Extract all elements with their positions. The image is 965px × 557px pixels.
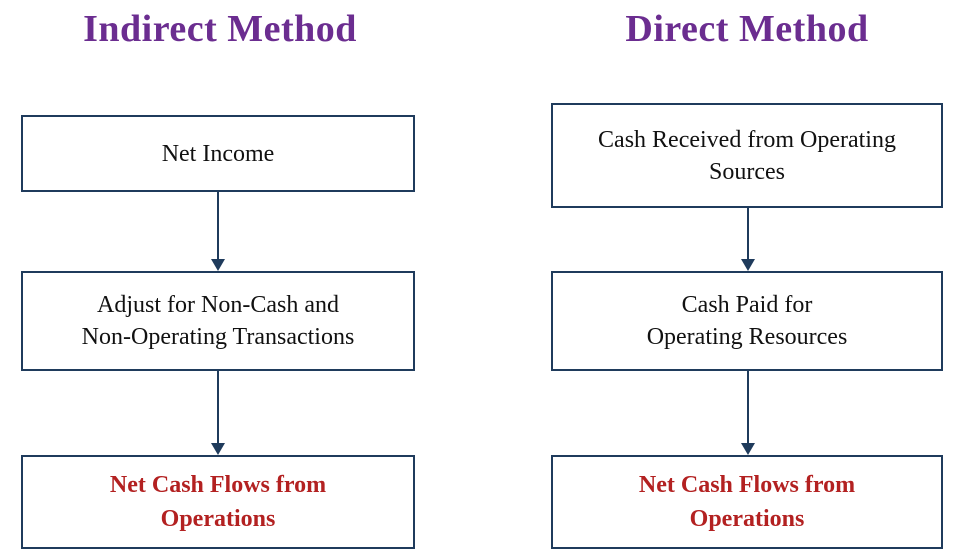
arrow-shaft — [217, 371, 219, 444]
indirect-arrow-2 — [206, 371, 230, 455]
arrow-head-icon — [741, 259, 755, 271]
node-net-income: Net Income — [21, 115, 415, 192]
arrow-head-icon — [211, 443, 225, 455]
direct-arrow-2 — [736, 371, 760, 455]
indirect-method-title: Indirect Method — [83, 8, 357, 50]
direct-arrow-1 — [736, 208, 760, 271]
direct-method-title: Direct Method — [625, 8, 869, 50]
arrow-shaft — [747, 371, 749, 444]
arrow-shaft — [217, 192, 219, 260]
arrow-shaft — [747, 208, 749, 260]
indirect-arrow-1 — [206, 192, 230, 271]
arrow-head-icon — [211, 259, 225, 271]
node-net-income-label: Net Income — [161, 140, 275, 167]
arrow-head-icon — [741, 443, 755, 455]
